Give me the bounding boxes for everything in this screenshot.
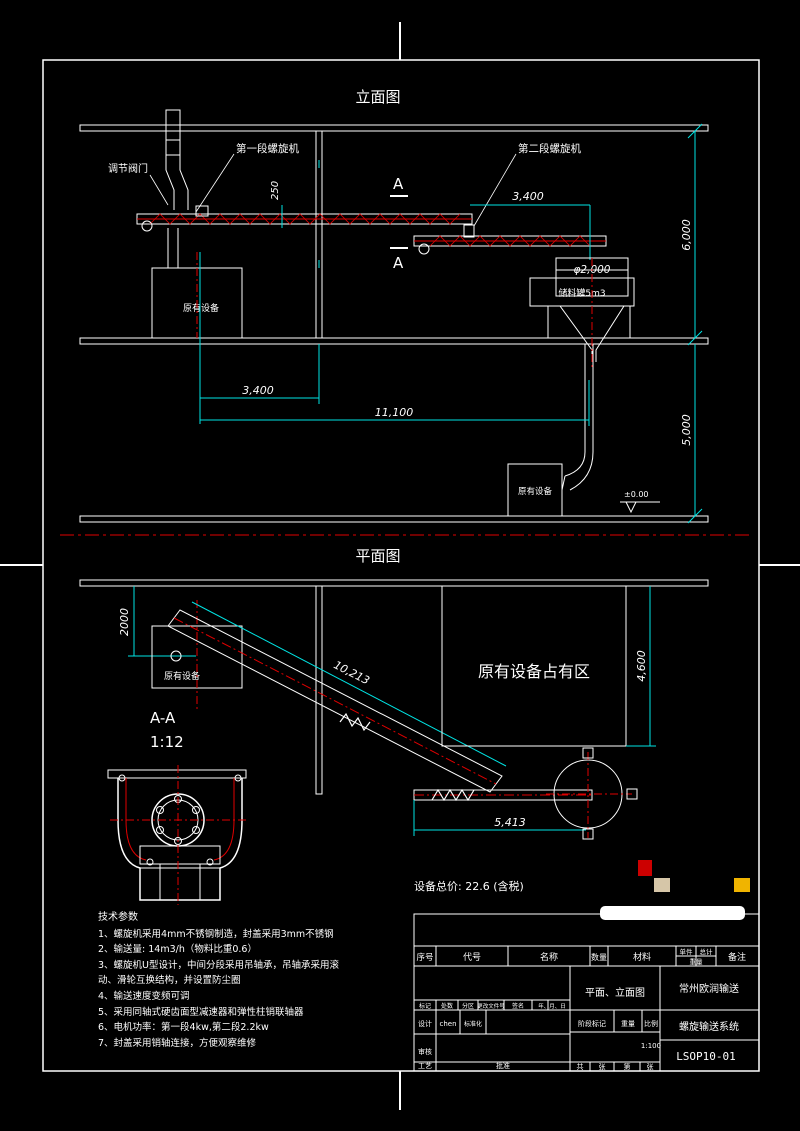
tb-scale-value: 1:100 (641, 1042, 661, 1050)
plan-title: 平面图 (355, 547, 400, 565)
total-price: 设备总价: 22.6 (含税) (414, 879, 524, 893)
existing-equipment-upper: 原有设备 (151, 252, 243, 339)
tb-col-weight: 重量 (690, 958, 704, 966)
existing-equipment-2-label: 原有设备 (518, 486, 553, 497)
tech-param-item: 5、采用同轴式硬齿面型减速器和弹性柱销联轴器 (98, 1006, 304, 1018)
tech-params: 技术参数 1、螺旋机采用4mm不锈钢制造，封盖采用3mm不锈钢 2、输送量: 1… (98, 910, 398, 1051)
tech-param-item: 2、输送量: 14m3/h（物料比重0.6） (98, 944, 257, 956)
screw-1-label: 第一段螺旋机 (236, 142, 299, 155)
screw-conveyor-1: 第一段螺旋机 (136, 142, 473, 232)
tb-sheets-total: 共 (577, 1062, 584, 1071)
inlet-chute: 调节阀门 (108, 109, 189, 268)
tb-col-code: 代号 (463, 952, 481, 963)
floor-level: ±0.00 (624, 490, 649, 499)
plan-horizontal-conveyor: 5,413 (413, 788, 593, 836)
plan-silo (546, 747, 638, 840)
dim-3400-bottom-text: 3,400 (242, 384, 274, 397)
section-title: A-A (150, 709, 176, 727)
tb-weight: 重量 (621, 1020, 635, 1028)
existing-area-label: 原有设备占有区 (478, 662, 590, 681)
section-mark-bottom: A (393, 254, 404, 272)
building-columns (315, 130, 323, 795)
storage-silo: φ2,000 储料罐5m3 (529, 257, 635, 370)
tb-signature: 签名 (512, 1002, 524, 1010)
plan-existing-equipment: 原有设备 (151, 600, 243, 710)
tb-company: 常州欧润输送 (679, 982, 739, 995)
existing-equipment-plan-label: 原有设备 (164, 670, 200, 682)
dim-height: 6,000 5,000 (680, 123, 703, 524)
screw-conveyor-2: 第二段螺旋机 (413, 142, 607, 255)
tech-param-item: 动、滑轮互换结构，并设置防尘圈 (98, 975, 241, 987)
dim-3400-top-text: 3,400 (512, 190, 544, 203)
tb-review: 审核 (418, 1047, 432, 1056)
tb-col-name: 名称 (540, 951, 558, 963)
tb-date: 年、月、日 (538, 1002, 566, 1010)
tb-zone: 分区 (462, 1002, 474, 1010)
dim-5413-text: 5,413 (494, 816, 526, 829)
floor-slabs (79, 124, 709, 587)
tb-col-remark: 备注 (728, 951, 746, 963)
tb-stage-mark: 阶段标记 (578, 1019, 606, 1028)
section-scale: 1:12 (150, 733, 184, 751)
section-mark-top: A (393, 175, 404, 193)
tb-design: 设计 (418, 1019, 432, 1028)
tb-mark: 标记 (419, 1002, 431, 1010)
section-marks: A A (390, 175, 408, 272)
sheet-border (0, 22, 800, 1110)
dim-4600-text: 4,600 (635, 650, 648, 682)
tb-scale: 比例 (644, 1019, 658, 1028)
plan-inclined-conveyor: 10,213 (167, 601, 507, 793)
tb-drawing-title: 平面、立面图 (585, 986, 645, 999)
tech-param-item: 6、电机功率：第一段4kw,第二段2.2kw (98, 1022, 269, 1034)
dim-2000-text: 2000 (118, 608, 131, 636)
tb-sheet-unit: 张 (647, 1062, 654, 1071)
dim-horizontal: 3,400 11,100 (199, 252, 590, 426)
section-aa-drawing (107, 765, 247, 905)
tb-col-unit-weight: 单件 (680, 947, 694, 956)
dim-250: 250 (270, 181, 283, 228)
tb-designer: chen (439, 1020, 456, 1028)
dim-2000: 2000 (118, 586, 196, 657)
existing-equipment-1-label: 原有设备 (183, 302, 219, 314)
tb-approve: 批准 (496, 1061, 510, 1070)
color-swatches (600, 860, 750, 920)
title-block (413, 913, 760, 1072)
tb-process: 工艺 (418, 1062, 432, 1070)
dim-6000-text: 6,000 (680, 219, 693, 251)
tb-count: 处数 (441, 1002, 453, 1010)
silo-label: 储料罐5m3 (558, 287, 605, 299)
tech-param-item: 4、输送速度变频可调 (98, 990, 190, 1002)
floor-level-mark: ±0.00 (620, 490, 660, 514)
dim-11100-text: 11,100 (375, 406, 414, 419)
tech-param-item: 1、螺旋机采用4mm不锈钢制造，封盖采用3mm不锈钢 (98, 928, 334, 940)
tb-system-name: 螺旋输送系统 (679, 1020, 739, 1033)
tb-col-seq: 序号 (416, 952, 433, 963)
existing-equipment-lower: 原有设备 (507, 463, 563, 517)
tb-standardize: 标准化 (464, 1020, 482, 1028)
dim-5000-text: 5,000 (680, 414, 693, 446)
dim-250-text: 250 (270, 181, 281, 200)
tech-param-item: 3、螺旋机U型设计，中间分段采用吊轴承，吊轴承采用滚 (98, 959, 339, 971)
screw-2-label: 第二段螺旋机 (518, 142, 581, 155)
existing-area: 原有设备占有区 4,600 (441, 585, 656, 747)
tech-params-title: 技术参数 (98, 912, 138, 923)
dim-10213-text: 10,213 (331, 658, 371, 687)
tb-sheet-no: 第 (624, 1062, 631, 1071)
regulating-valve-label: 调节阀门 (108, 162, 148, 175)
downpipe (561, 344, 594, 491)
tech-param-item: 7、封盖采用销轴连接，方便观察维修 (98, 1037, 257, 1049)
tb-col-material: 材料 (633, 951, 651, 963)
tb-col-qty: 数量 (591, 952, 607, 962)
dim-3400-top: 3,400 (470, 190, 591, 260)
tb-drawing-number: LSOP10-01 (676, 1050, 736, 1063)
tb-change-doc: 更改文件号 (477, 1002, 505, 1010)
tb-sheets-unit: 张 (599, 1062, 606, 1071)
tb-col-total-weight: 总计 (700, 947, 714, 956)
elevation-title: 立面图 (355, 88, 400, 106)
